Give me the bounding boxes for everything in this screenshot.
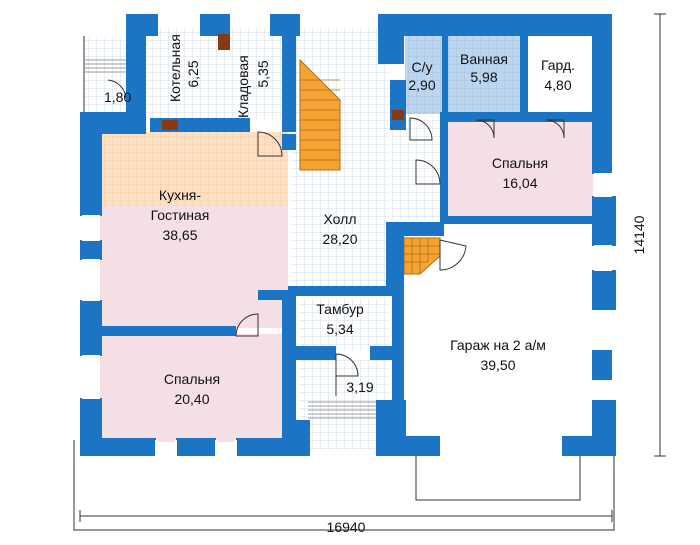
tambour-floor xyxy=(298,298,390,350)
bedroom-right-area: 16,04 xyxy=(502,175,537,191)
window-marks xyxy=(82,173,612,456)
wall-segment xyxy=(288,286,400,296)
door-swings xyxy=(107,79,565,377)
height-dimension: 14140 xyxy=(631,215,647,254)
kitchen-area: 38,65 xyxy=(162,227,197,243)
wall-segment xyxy=(288,420,310,456)
wall-segment xyxy=(592,350,612,380)
wall-segment xyxy=(126,14,158,36)
living-floor xyxy=(100,206,288,328)
wall-segment xyxy=(400,436,440,456)
wall-segment xyxy=(200,14,230,36)
door-arc-icon xyxy=(545,119,565,139)
chimney-icon xyxy=(392,110,404,120)
vent-blocks xyxy=(162,34,404,130)
main-staircase xyxy=(299,58,341,171)
garage-name: Гараж на 2 а/м xyxy=(450,337,546,353)
kitchen-floor xyxy=(100,132,288,206)
dimension-lines xyxy=(79,13,666,522)
wall-segment xyxy=(442,36,448,116)
tambour-name: Тамбур xyxy=(316,301,364,317)
wall-segment xyxy=(440,112,596,122)
wall-segment xyxy=(440,216,612,224)
wall-segment xyxy=(282,290,296,456)
bedroom-left-area: 20,40 xyxy=(174,391,209,407)
hall-area: 28,20 xyxy=(322,231,357,247)
garage-area: 39,50 xyxy=(480,357,515,373)
dimension-labels: 16940 14140 xyxy=(327,215,647,535)
porch-front-floor xyxy=(298,360,390,450)
bedroom-right-name: Спальня xyxy=(492,155,548,171)
width-dimension: 16940 xyxy=(327,519,366,535)
wall-segment xyxy=(282,14,296,132)
wall-segment xyxy=(80,438,156,456)
bedroom-left-floor xyxy=(100,334,288,442)
wall-segment xyxy=(378,14,404,64)
corridor-floor xyxy=(392,118,444,220)
wardrobe-floor xyxy=(527,34,592,114)
wall-segment xyxy=(80,206,102,216)
wall-segment xyxy=(386,228,404,294)
room-fills xyxy=(84,28,594,450)
chimney-icon xyxy=(162,120,178,130)
bath-floor xyxy=(447,34,520,114)
wc-floor xyxy=(405,34,445,114)
wall-segment xyxy=(378,14,612,36)
kitchen-name-2: Гостиная xyxy=(151,207,210,223)
porch-front-area: 3,19 xyxy=(346,379,373,395)
boiler-name: Котельная xyxy=(167,34,183,102)
door-arc-icon xyxy=(335,353,359,377)
wall-segment xyxy=(562,436,616,456)
wall-segment xyxy=(176,438,216,456)
door-arc-icon xyxy=(235,313,259,337)
wall-segment xyxy=(80,112,102,212)
wall-segment xyxy=(100,326,236,336)
door-arc-icon xyxy=(409,117,433,141)
bath-area: 5,98 xyxy=(470,69,497,85)
walls xyxy=(80,14,616,456)
storage-name: Кладовая xyxy=(235,55,251,118)
door-arc-icon xyxy=(415,159,441,185)
wall-segment xyxy=(126,14,146,132)
chimney-icon xyxy=(218,34,230,50)
bedroom-right-floor xyxy=(447,120,593,220)
door-arc-icon xyxy=(475,119,495,139)
wardrobe-area: 4,80 xyxy=(544,77,571,93)
wall-segment xyxy=(390,80,406,130)
porch-lines xyxy=(73,36,615,531)
door-arc-icon xyxy=(439,239,467,271)
wall-segment xyxy=(288,346,336,360)
porch-left-floor xyxy=(84,38,128,118)
garage-floor xyxy=(402,238,594,442)
wall-segment xyxy=(592,14,612,174)
wc-name: С/у xyxy=(412,59,433,75)
tambour-area: 5,34 xyxy=(326,321,353,337)
wc-area: 2,90 xyxy=(408,77,435,93)
boiler-area: 6,25 xyxy=(185,60,201,87)
wall-segment xyxy=(258,290,296,300)
boiler-floor xyxy=(145,28,223,120)
hall-name: Холл xyxy=(324,211,357,227)
wall-segment xyxy=(282,134,296,150)
wall-segment xyxy=(440,112,448,222)
wall-segment xyxy=(80,300,102,356)
wardrobe-name: Гард. xyxy=(541,57,575,73)
wall-segment xyxy=(392,290,404,440)
bedroom-left-name: Спальня xyxy=(164,371,220,387)
door-arc-icon xyxy=(257,131,283,157)
wall-segment xyxy=(80,240,102,260)
storage-area: 5,35 xyxy=(255,60,271,87)
bath-name: Ванная xyxy=(460,51,508,67)
room-labels: Котельная 6,25 Кладовая 5,35 1,80 С/у 2,… xyxy=(104,34,575,407)
kitchen-name-1: Кухня- xyxy=(159,187,201,203)
wall-segment xyxy=(592,270,616,310)
porch-left-area: 1,80 xyxy=(104,89,131,105)
wall-segment xyxy=(520,36,528,116)
storage-floor xyxy=(223,28,285,120)
door-arc-icon xyxy=(107,79,127,99)
